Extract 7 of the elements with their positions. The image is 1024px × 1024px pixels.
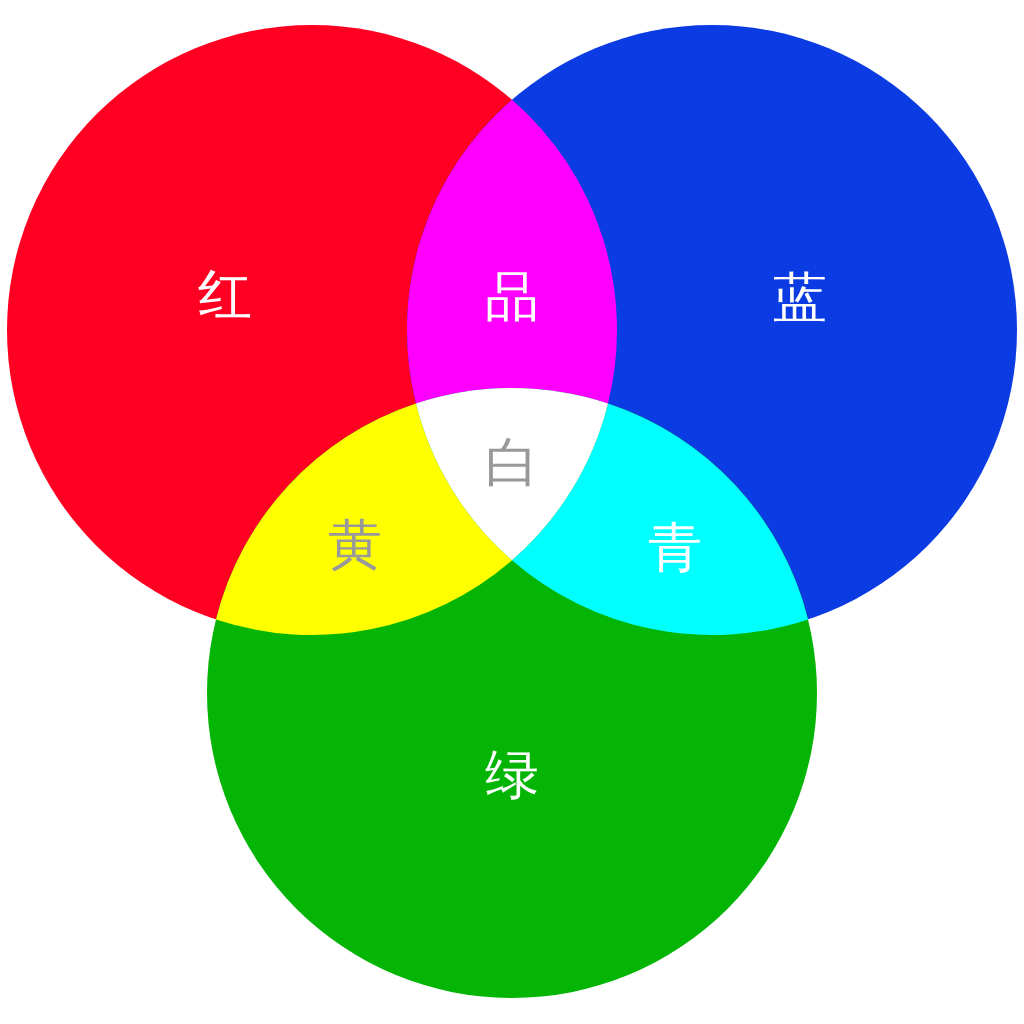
region-label: 蓝 [773, 271, 827, 325]
region-label: 绿 [485, 748, 539, 802]
region-label: 红 [198, 268, 252, 322]
region-label: 青 [648, 521, 702, 575]
region-label: 黄 [328, 518, 382, 572]
region-label: 品 [485, 270, 539, 324]
region-label: 白 [485, 436, 539, 490]
